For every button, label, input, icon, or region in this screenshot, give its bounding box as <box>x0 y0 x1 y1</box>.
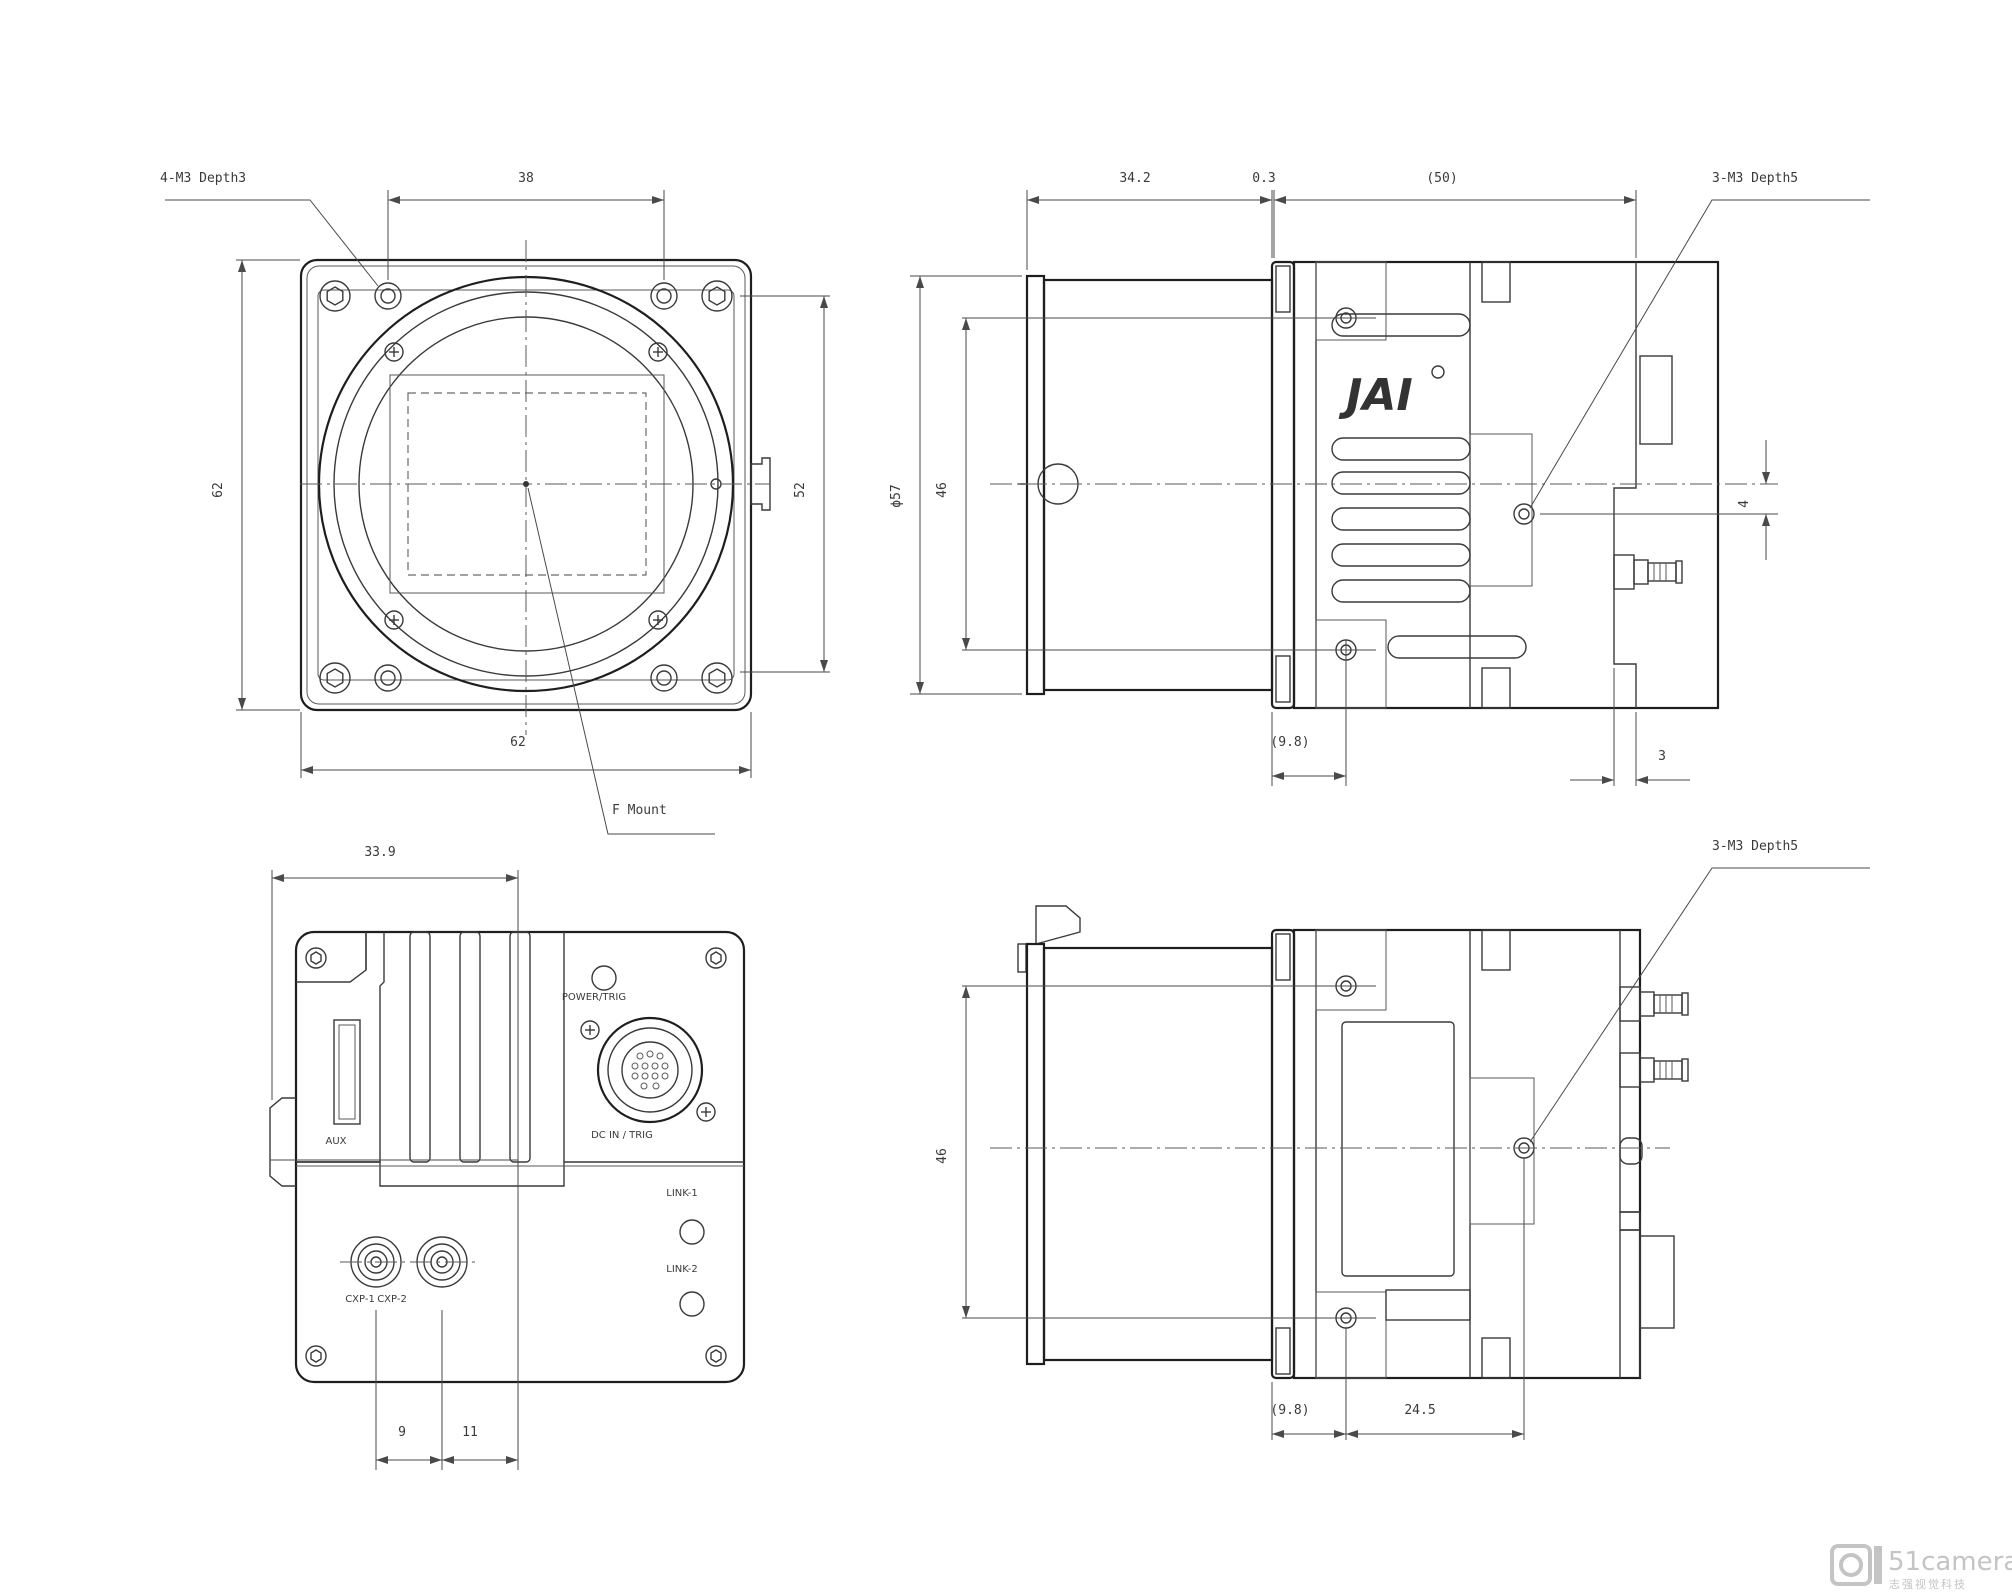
dim-body-length: (50) <box>1426 171 1457 186</box>
dim-cxp-pitch: 9 <box>398 1425 406 1440</box>
camera-body <box>1292 260 1720 710</box>
dim-hole-setback-bottom: (9.8) <box>1270 1403 1309 1418</box>
lens-release-icon <box>750 457 771 511</box>
label-plate <box>1341 1021 1455 1277</box>
dim-hole-pitch-bottom: 46 <box>935 1148 950 1164</box>
watermark-tagline: 志强视觉科技 <box>1889 1577 1967 1591</box>
hirose-connector-icon <box>1639 355 1673 445</box>
label-power-led: POWER/TRIG <box>562 992 626 1003</box>
side-view-top: JAI 34.2 0.3 (50) 3-M3 Depth5 <box>889 171 1870 786</box>
dim-height: 62 <box>211 482 226 498</box>
side-hole-icon <box>1335 975 1535 1329</box>
lens-release-icon <box>1035 905 1081 945</box>
vent-fins <box>1331 313 1527 659</box>
rear-body-outline <box>294 930 746 1384</box>
dc-in-connector-icon <box>596 1016 704 1124</box>
watermark: 51camera 志强视觉科技 <box>1830 1544 2012 1591</box>
dim-connector: 3 <box>1658 749 1666 764</box>
jai-logo: JAI <box>1338 365 1445 421</box>
dim-diameter: ϕ57 <box>889 484 904 507</box>
dim-offset: 4 <box>1737 500 1752 508</box>
screw-icon <box>580 1020 716 1122</box>
hexbolt-icon <box>305 947 727 1367</box>
link-led-icon <box>679 1219 705 1317</box>
label-aux: AUX <box>325 1136 346 1147</box>
callout-mount: F Mount <box>612 803 667 818</box>
bnc-connector-icon <box>1613 554 1683 590</box>
dim-center-offset: 33.9 <box>364 845 395 860</box>
label-cxp1: CXP-1 <box>345 1294 375 1305</box>
svg-text:JAI: JAI <box>1338 370 1413 421</box>
rear-view: AUX POWER/TRIG DC IN / TRIG LINK-1 LINK-… <box>269 845 746 1470</box>
front-view: 4-M3 Depth3 38 62 52 62 F Mount <box>160 171 830 835</box>
dim-inner-height: 52 <box>793 482 808 498</box>
bnc-connector-icon <box>1619 986 1689 1088</box>
side-hole-icon <box>1335 307 1535 661</box>
dim-hole-pitch: 46 <box>935 482 950 498</box>
dim-hole-setback: (9.8) <box>1270 735 1309 750</box>
aux-connector-icon <box>333 1019 361 1125</box>
dim-width: 62 <box>510 735 526 750</box>
watermark-logo-icon <box>1830 1544 1882 1586</box>
label-link2: LINK-2 <box>666 1264 697 1275</box>
dim-front-length: 34.2 <box>1119 171 1150 186</box>
side-view-bottom: 46 3-M3 Depth5 (9.8) 24.5 <box>935 839 1870 1440</box>
watermark-brand: 51camera <box>1888 1547 2012 1577</box>
dim-gap: 0.3 <box>1252 171 1275 186</box>
label-cxp2: CXP-2 <box>377 1294 407 1305</box>
dim-hole-spacing: 38 <box>518 171 534 186</box>
label-dc-in: DC IN / TRIG <box>591 1130 653 1141</box>
dim-cxp2-center: 11 <box>462 1425 478 1440</box>
callout-holes-front: 4-M3 Depth3 <box>160 171 246 186</box>
mount-flange <box>1025 274 1046 696</box>
callout-holes-side: 3-M3 Depth5 <box>1712 171 1798 186</box>
dim-hole-depth: 24.5 <box>1404 1403 1435 1418</box>
power-led-icon <box>591 965 617 991</box>
hirose-connector-icon <box>1639 1235 1675 1329</box>
label-link1: LINK-1 <box>666 1188 697 1199</box>
callout-holes-bottom: 3-M3 Depth5 <box>1712 839 1798 854</box>
